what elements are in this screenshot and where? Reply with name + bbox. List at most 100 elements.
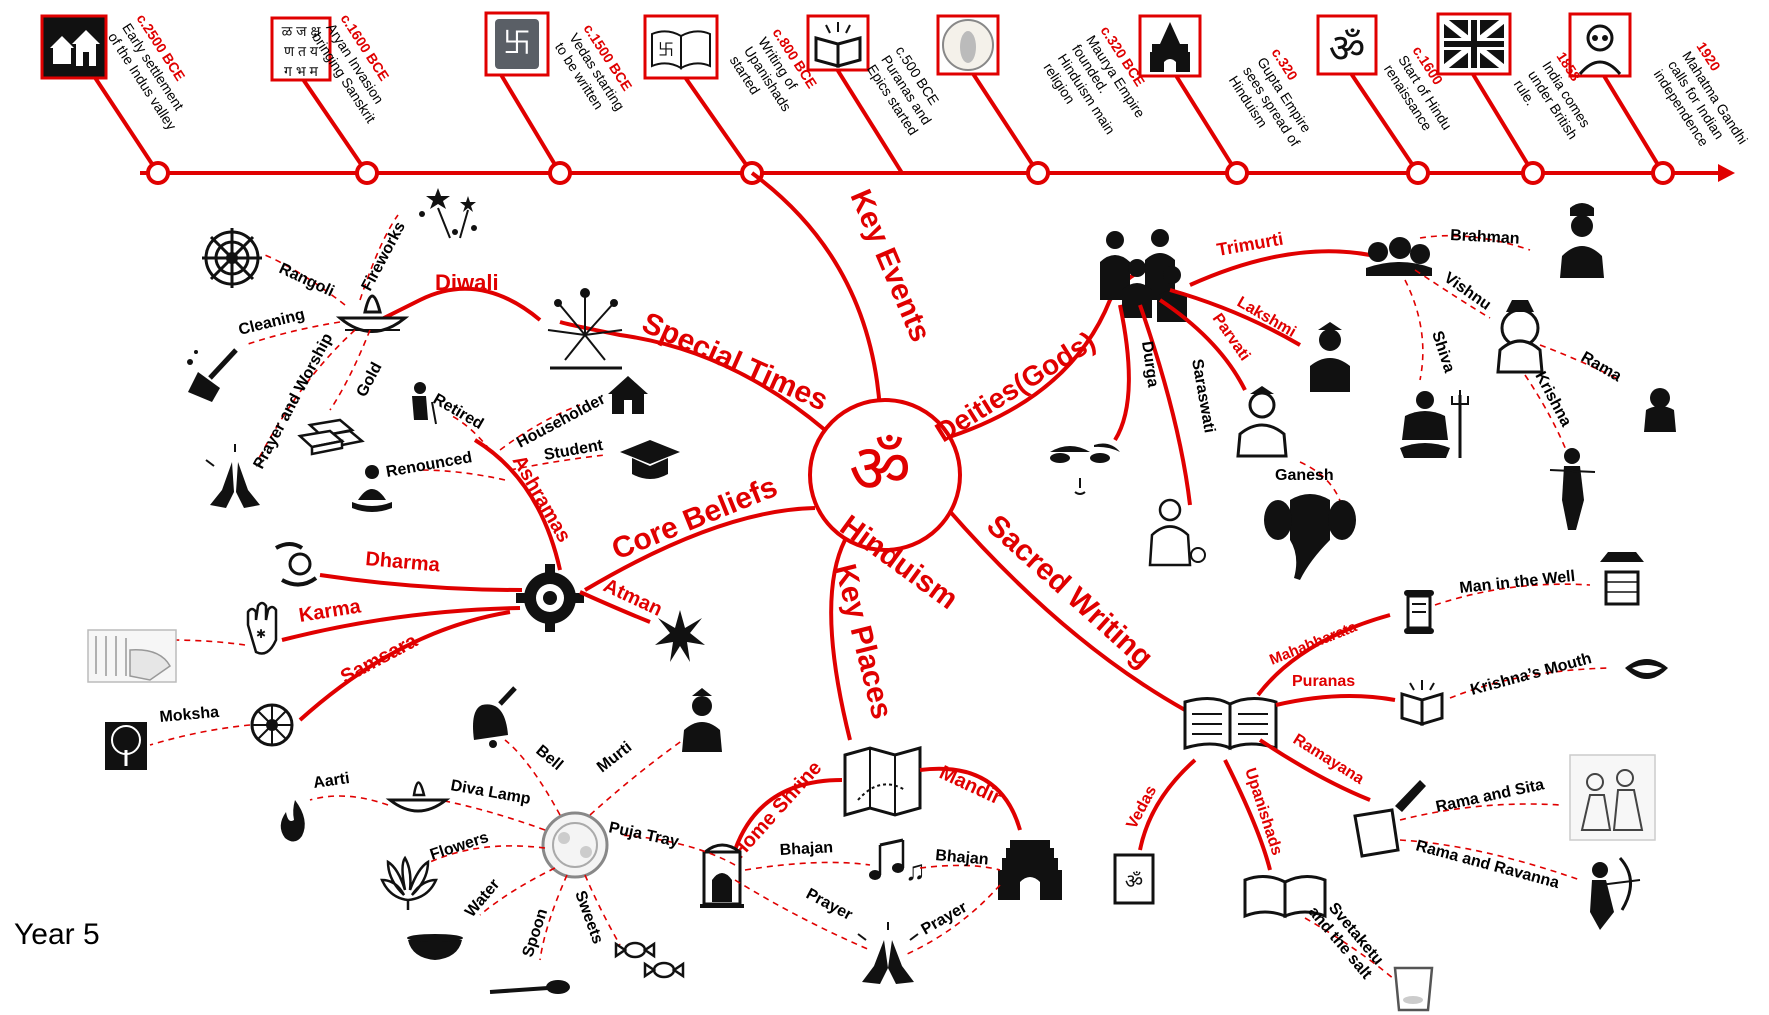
timeline-event-7: c.320 Gupta Empire sees spread of Hindui… (1226, 45, 1315, 149)
sweets-candy-icon (614, 941, 685, 979)
sanskrit-line-3: ग भ म (284, 63, 319, 79)
puranas-label: Puranas (1292, 673, 1355, 690)
sacred-book-icon (1183, 697, 1278, 751)
rama-ravanna-label: Rama and Ravanna (1414, 837, 1561, 892)
deities-group: Trimurti Brahman Vishnu Shiva Rama (1050, 203, 1676, 580)
svg-text:ॐ: ॐ (1125, 871, 1143, 893)
murti-label: Murti (594, 739, 635, 776)
diya-lamp-icon (335, 294, 410, 333)
music-notes-icon: ♫ (869, 838, 926, 886)
village-icon (40, 14, 108, 80)
gandhi-portrait-icon (1568, 12, 1632, 78)
fireworks-icon (419, 188, 477, 239)
diva-lamp-label: Diva Lamp (449, 777, 532, 808)
parvati-icon (1236, 386, 1288, 458)
home-shrine-icon (700, 843, 744, 908)
durga-label: Durga (1138, 340, 1161, 388)
prayer-label-2: Prayer (919, 899, 971, 939)
scroll-icon (1404, 590, 1434, 634)
broom-icon (187, 348, 238, 402)
branch-deities: Deities(Gods) (930, 325, 1101, 448)
timeline-connectors (88, 64, 1665, 175)
sanskrit-line-1: ळ ज क्ष (282, 23, 322, 39)
samsara-cycle-image (87, 629, 177, 683)
reading-book-icon (806, 14, 870, 72)
mouth-icon (1625, 659, 1668, 679)
open-book-icon: 卐 (643, 14, 719, 80)
shiva-label: Shiva (1428, 329, 1457, 375)
brahman-label: Brahman (1450, 227, 1520, 248)
saraswati-label: Saraswati (1188, 358, 1218, 435)
fireworks-label: Fireworks (359, 219, 410, 294)
starburst-icon (655, 610, 705, 662)
sanskrit-line-2: ण त य (284, 43, 319, 59)
diva-lamp-icon (385, 781, 451, 813)
upanishads-book-icon (1243, 875, 1327, 919)
spoon-label: Spoon (520, 907, 552, 960)
puja-tray-icon (541, 811, 609, 879)
branch-sacred-writing: Sacred Writing (980, 509, 1159, 675)
durga-icon (1050, 443, 1120, 495)
gold-bars-icon (297, 418, 365, 456)
diwali-label: Diwali (435, 270, 499, 295)
rama-icon (1644, 388, 1676, 432)
sweets-label: Sweets (571, 889, 606, 947)
graduation-cap-icon (620, 440, 680, 479)
water-label: Water (462, 876, 503, 921)
main-branches (559, 171, 1186, 741)
rangoli-icon (202, 228, 262, 288)
retired-label: Retired (430, 391, 486, 433)
svg-text:♫: ♫ (905, 855, 926, 886)
timeline-event-10: 1920 Mahatma Gandhi calls for Indian ind… (1651, 39, 1751, 149)
sacred-writing-group: Mahabharata Man in the Well Puranas Kris… (1113, 552, 1668, 1012)
temple-icon (1138, 14, 1202, 78)
dharma-label: Dharma (365, 548, 442, 576)
vedas-book-icon: 卐 (484, 11, 550, 77)
timeline-event-3: c.1500 BCE Vedas starting to be written (552, 21, 635, 113)
union-flag-icon (1436, 12, 1512, 76)
vishnu-icon (1496, 300, 1544, 374)
svg-text:✱: ✱ (256, 627, 266, 641)
krishnas-mouth-label: Krishna’s Mouth (1469, 650, 1594, 699)
timeline: ळ ज क्ष ण त य ग भ म 卐 卐 (40, 11, 1751, 185)
mandir-temple-icon (998, 840, 1062, 900)
student-label: Student (543, 437, 605, 464)
flame-icon (280, 800, 305, 842)
man-in-well-label: Man in the Well (1459, 568, 1576, 597)
murti-icon (682, 688, 722, 752)
svetaketu-label: Svetaketu and the salt (1305, 900, 1387, 983)
puja-group: Puja Tray Bell Murti Diva Lamp Aarti (280, 686, 736, 994)
ganesh-label: Ganesh (1275, 467, 1334, 484)
bhajan-label-1: Bhajan (779, 839, 833, 859)
rangoli-label: Rangoli (276, 260, 336, 300)
branch-core-beliefs: Core Beliefs (607, 470, 782, 566)
trimurti-icon (1366, 237, 1432, 276)
cleaning-label: Cleaning (237, 306, 307, 339)
key-places-group: Home Shrine Mandir Bhajan ♫ Bhajan Praye… (700, 746, 1062, 984)
mahabharata-label: Mahabharata (1267, 618, 1360, 669)
bell-label: Bell (532, 742, 565, 774)
year-label: Year 5 (14, 918, 100, 951)
svg-text:ॐ: ॐ (1329, 27, 1365, 71)
rama-sita-label: Rama and Sita (1434, 776, 1545, 816)
om-icon: ॐ (1316, 14, 1378, 76)
puranas-book-icon (1400, 680, 1444, 727)
raised-hand-icon: ✱ (246, 601, 278, 655)
svg-text:卐: 卐 (658, 41, 674, 59)
lotus-flower-icon (380, 855, 438, 910)
branch-special-times: Special Times (637, 306, 833, 417)
bhajan-label-2: Bhajan (935, 847, 990, 869)
salt-glass-icon (1393, 966, 1434, 1012)
ashramas-label: Ashramas (508, 452, 575, 547)
lakshmi-icon (1310, 322, 1350, 392)
sanskrit-script-icon: ळ ज क्ष ण त य ग भ म (270, 16, 332, 82)
meditation-icon (352, 465, 392, 512)
puja-tray-label: Puja Tray (607, 819, 680, 850)
vishnu-label: Vishnu (1441, 269, 1494, 313)
vedas-om-book-icon: ॐ (1113, 853, 1155, 905)
coin-icon (936, 14, 1000, 76)
dharma-wheel-icon (250, 703, 294, 747)
krishna-icon (1549, 448, 1596, 530)
hands-globe-icon (275, 542, 318, 587)
